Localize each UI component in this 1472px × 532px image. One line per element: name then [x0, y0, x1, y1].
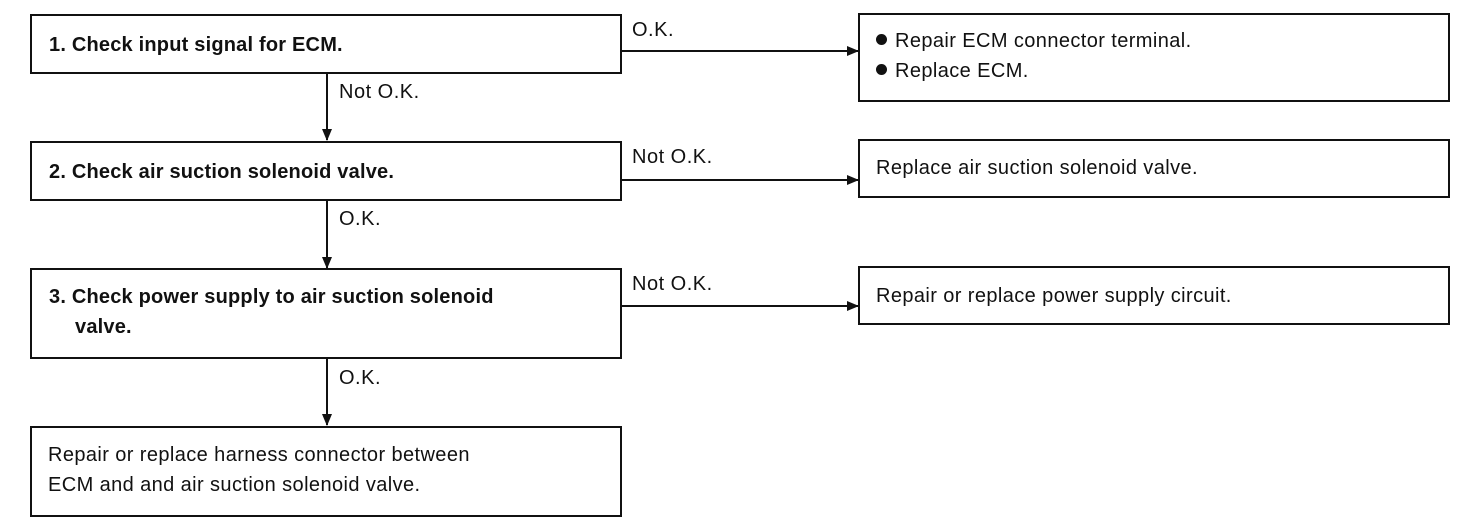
result-harness-box: Repair or replace harness connector betw…: [30, 426, 622, 517]
label-step2-ok: O.K.: [339, 208, 382, 230]
bullet-icon: [876, 34, 887, 46]
label-step3-ok: O.K.: [339, 367, 382, 389]
label-step1-notok: Not O.K.: [339, 81, 420, 103]
step-3-box: 3. Check power supply to air suction sol…: [30, 268, 622, 359]
step-2-text: 2. Check air suction solenoid valve.: [49, 161, 395, 183]
result-power-box: Repair or replace power supply circuit.: [858, 266, 1450, 325]
result-solenoid-box: Replace air suction solenoid valve.: [858, 139, 1450, 198]
result-harness-line2: ECM and and air suction solenoid valve.: [48, 474, 421, 496]
step-1-text: 1. Check input signal for ECM.: [49, 34, 343, 56]
result-power-text: Repair or replace power supply circuit.: [876, 285, 1232, 307]
label-step3-notok: Not O.K.: [632, 273, 713, 295]
result-solenoid-text: Replace air suction solenoid valve.: [876, 157, 1198, 179]
step-1-box: 1. Check input signal for ECM.: [30, 14, 622, 74]
label-step1-ok: O.K.: [632, 19, 675, 41]
label-step2-notok: Not O.K.: [632, 146, 713, 168]
result-ecm-item-2: Replace ECM.: [876, 56, 1448, 86]
result-ecm-item-1-text: Repair ECM connector terminal.: [895, 30, 1192, 52]
bullet-icon: [876, 64, 887, 76]
step-3-text-line2: valve.: [75, 316, 132, 338]
step-3-text-line1: 3. Check power supply to air suction sol…: [49, 286, 494, 308]
result-harness-line1: Repair or replace harness connector betw…: [48, 444, 470, 466]
result-ecm-item-2-text: Replace ECM.: [895, 60, 1029, 82]
step-2-box: 2. Check air suction solenoid valve.: [30, 141, 622, 201]
result-ecm-box: Repair ECM connector terminal. Replace E…: [858, 13, 1450, 102]
result-ecm-item-1: Repair ECM connector terminal.: [876, 26, 1448, 56]
